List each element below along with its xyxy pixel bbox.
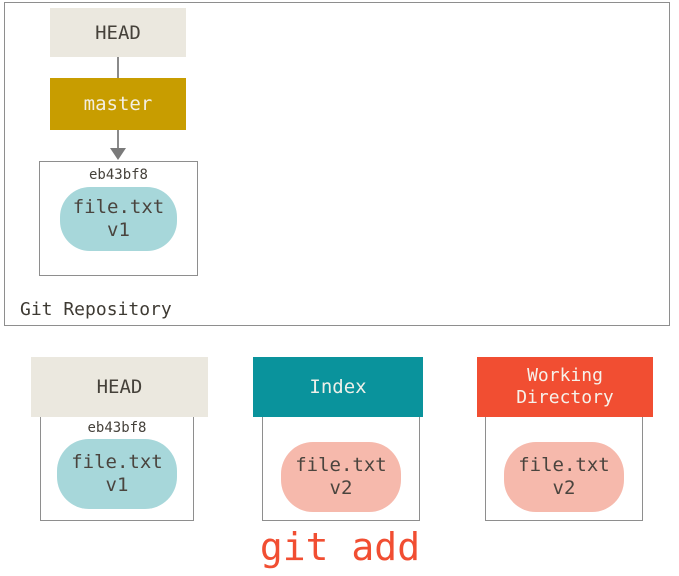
working-directory-box: file.txt v2 (485, 417, 643, 521)
index-column-box: file.txt v2 (262, 417, 420, 521)
commit-id: eb43bf8 (88, 167, 148, 183)
blob-version: v1 (105, 474, 129, 496)
head-file-blob-v1: file.txt v1 (57, 439, 177, 509)
blob-filename: file.txt (72, 195, 165, 218)
blob-filename: file.txt (71, 450, 163, 473)
master-to-commit-connector (117, 130, 119, 148)
blob-version: v2 (552, 477, 576, 499)
working-directory-file-blob-v2: file.txt v2 (504, 442, 624, 512)
head-column-header: HEAD (31, 357, 208, 417)
working-directory-title: Working Directory (516, 364, 614, 409)
commit-node: eb43bf8 file.txt v1 (39, 161, 198, 276)
master-branch-node: master (50, 78, 186, 130)
head-to-master-connector (117, 57, 119, 78)
master-branch-label: master (83, 93, 153, 115)
blob-filename: file.txt (518, 453, 610, 476)
head-ref-node: HEAD (50, 8, 186, 57)
index-file-blob-v2: file.txt v2 (281, 442, 401, 512)
working-directory-header: Working Directory (477, 357, 653, 417)
arrow-down-icon (110, 148, 126, 160)
file-blob-v1: file.txt v1 (60, 187, 177, 251)
blob-version: v2 (329, 477, 353, 499)
head-column-title: HEAD (96, 376, 143, 398)
head-commit-id: eb43bf8 (87, 420, 147, 436)
head-column-box: eb43bf8 file.txt v1 (40, 417, 194, 521)
blob-filename: file.txt (295, 453, 387, 476)
index-column-header: Index (253, 357, 423, 417)
blob-version: v1 (107, 219, 130, 241)
git-add-command-label: git add (259, 525, 421, 569)
git-repository-label: Git Repository (20, 299, 172, 320)
head-ref-label: HEAD (95, 21, 141, 44)
index-column-title: Index (309, 376, 367, 398)
